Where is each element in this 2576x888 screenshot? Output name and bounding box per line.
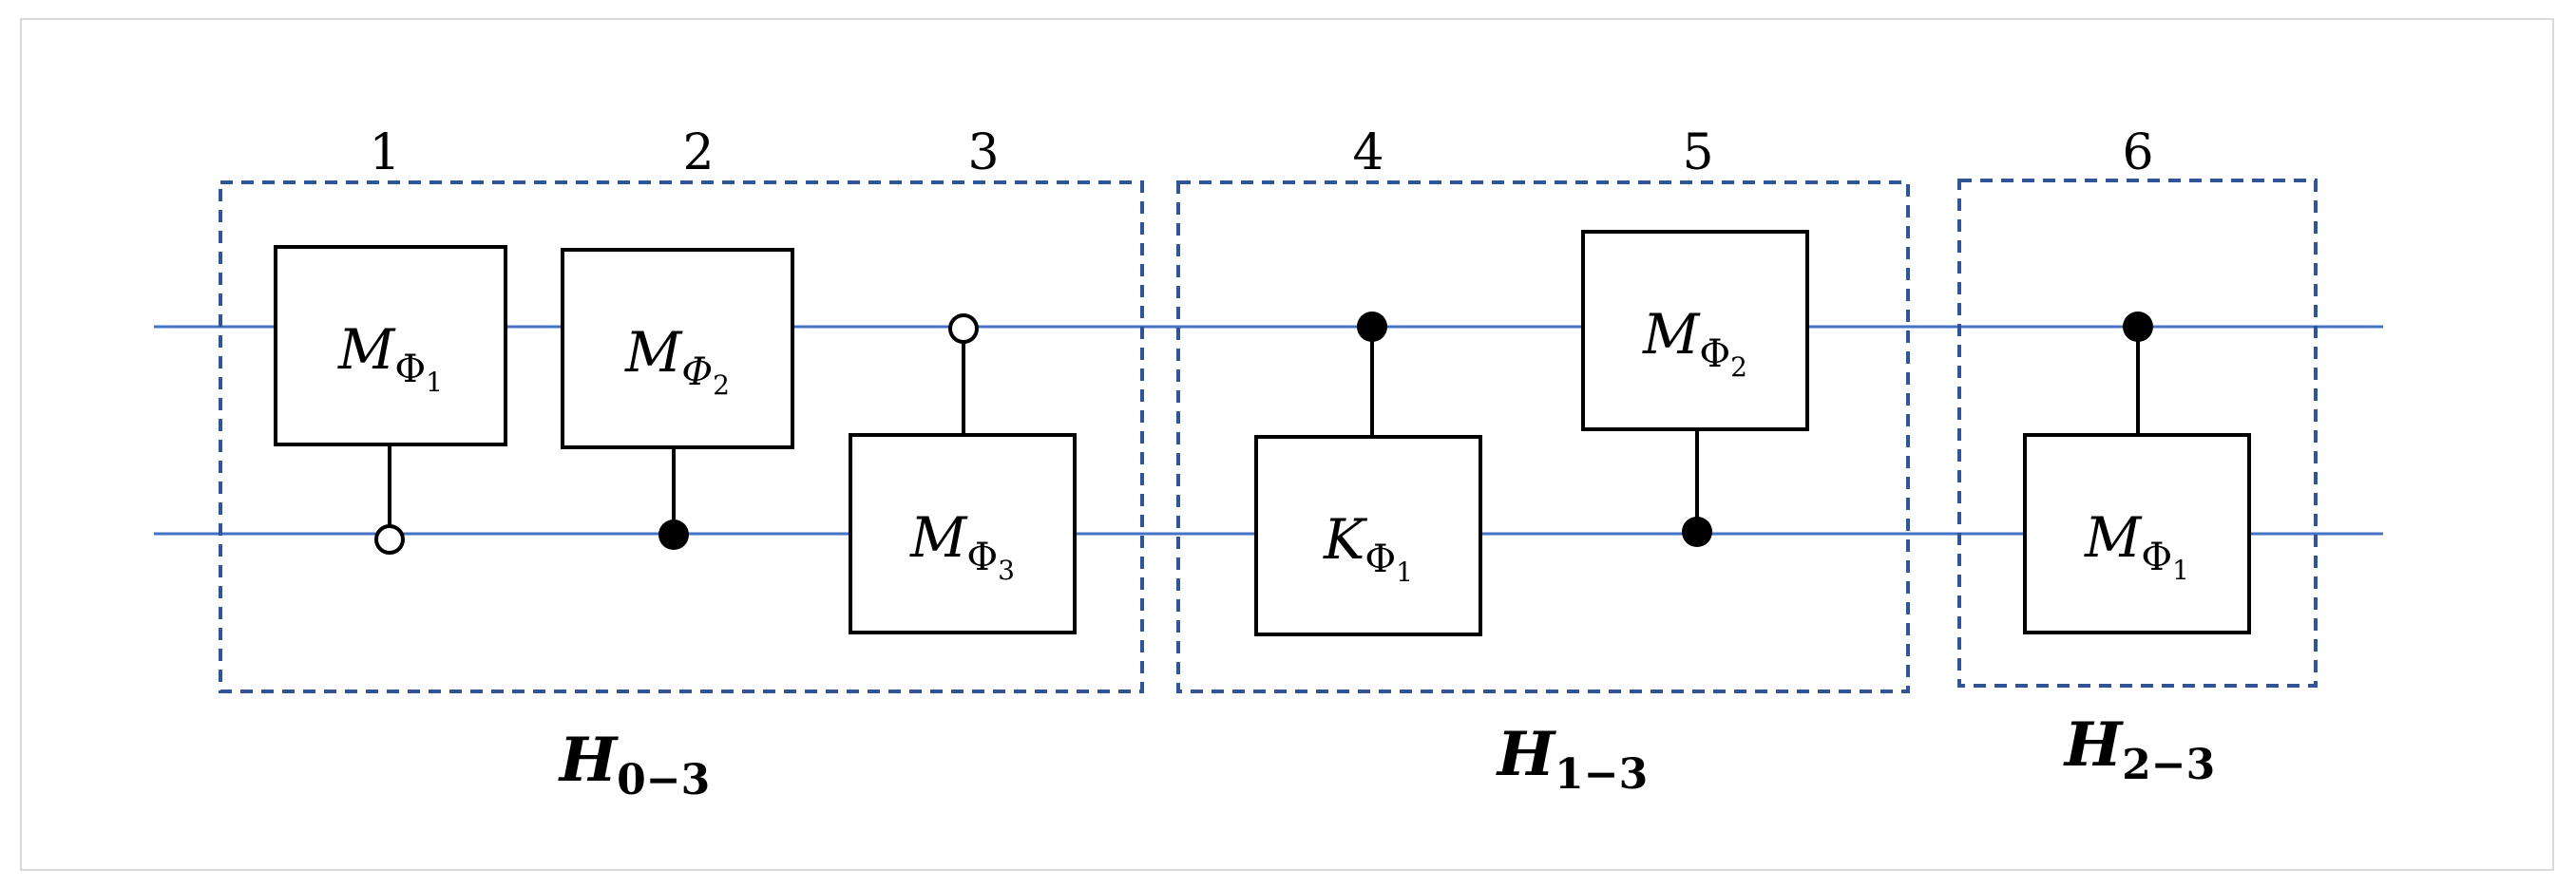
step-label-6: 6 xyxy=(2122,124,2153,181)
step-label-3: 3 xyxy=(967,124,999,181)
step-label-2: 2 xyxy=(682,124,714,181)
gate-3-label: MΦ3 xyxy=(909,505,1015,586)
control-dot-4-filled xyxy=(1357,312,1387,342)
control-dot-5-filled xyxy=(1682,517,1712,547)
step-label-1: 1 xyxy=(369,124,400,181)
step-label-5: 5 xyxy=(1682,124,1713,181)
group-box-h0-3 xyxy=(219,180,1144,693)
figure-frame xyxy=(20,18,2554,871)
gate-5-label: MΦ2 xyxy=(1642,302,1747,383)
gate-2 xyxy=(561,248,794,449)
gate-1 xyxy=(274,245,507,446)
gate-3 xyxy=(849,433,1077,634)
control-dot-1-open xyxy=(374,524,405,555)
group-label-h0-3: H0−3 xyxy=(558,725,711,804)
step-label-4: 4 xyxy=(1352,124,1383,181)
gate-5 xyxy=(1581,230,1809,431)
gate-4 xyxy=(1254,435,1482,636)
group-box-h1-3 xyxy=(1176,180,1910,693)
gate-2-label: MΦ2 xyxy=(624,320,730,401)
control-dot-2-filled xyxy=(658,520,689,550)
group-label-h2-3: H2−3 xyxy=(2063,709,2216,789)
control-dot-6-filled xyxy=(2123,312,2153,342)
gate-4-label: KΦ1 xyxy=(1323,507,1413,588)
gate-6 xyxy=(2023,433,2251,634)
group-box-h2-3 xyxy=(1957,179,2318,688)
group-label-h1-3: H1−3 xyxy=(1496,719,1649,799)
gate-6-label: MΦ1 xyxy=(2084,505,2189,586)
control-dot-3-open xyxy=(948,313,979,344)
gate-1-label: MΦ1 xyxy=(337,317,443,398)
